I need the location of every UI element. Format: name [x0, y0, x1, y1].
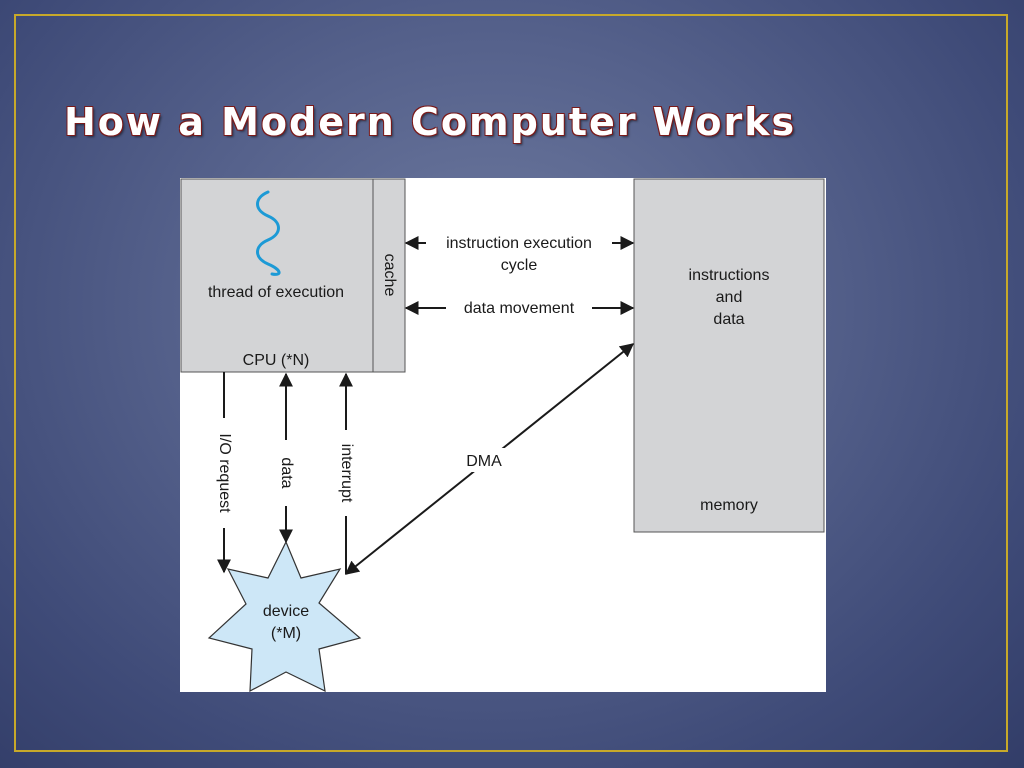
memory-contents-line3: data	[713, 311, 744, 328]
memory-contents-line2: and	[716, 289, 743, 306]
cpu-label: CPU (*N)	[243, 352, 310, 369]
slide-title: How a Modern Computer Works	[64, 100, 797, 144]
memory-label: memory	[700, 497, 758, 514]
data-movement-label: data movement	[464, 300, 575, 317]
thread-label: thread of execution	[208, 284, 344, 301]
instruction-cycle-label-line2: cycle	[501, 257, 538, 274]
cache-box	[372, 178, 406, 373]
instruction-cycle-label-line1: instruction execution	[446, 235, 592, 252]
dma-label: DMA	[466, 453, 502, 470]
cache-label: cache	[381, 254, 398, 297]
diagram-canvas: thread of execution CPU (*N) cache instr…	[180, 178, 826, 692]
wavy-line-icon	[256, 190, 281, 276]
dma-label-bg	[458, 448, 510, 472]
io-request-label: I/O request	[216, 433, 233, 513]
cpu-box	[180, 178, 374, 373]
memory-box	[633, 178, 825, 533]
memory-contents-line1: instructions	[689, 267, 770, 284]
device-star	[207, 540, 362, 692]
device-label-line1: device	[263, 603, 309, 620]
data-label: data	[278, 457, 295, 488]
interrupt-label: interrupt	[338, 444, 355, 503]
device-label-line2: (*M)	[271, 625, 301, 642]
computer-architecture-diagram: thread of execution CPU (*N) cache instr…	[180, 178, 825, 692]
slide-frame	[14, 14, 1008, 752]
